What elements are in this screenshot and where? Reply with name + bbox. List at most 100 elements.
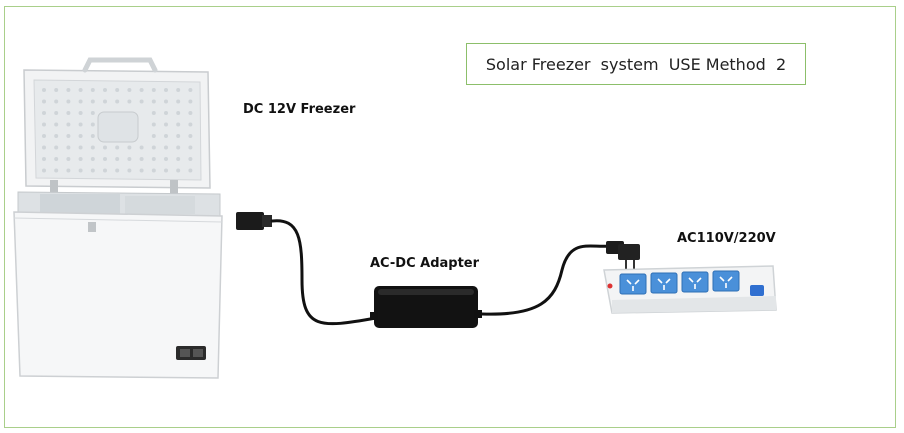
lid-dimple <box>78 134 83 138</box>
lid-dimple <box>188 168 193 173</box>
lid-dimple <box>90 157 95 161</box>
power-strip <box>603 265 777 314</box>
lid-dimple <box>176 99 181 104</box>
lid-dimple <box>42 88 46 92</box>
lid-dimple <box>188 134 193 138</box>
lid-dimple <box>90 168 95 173</box>
dc-cable <box>270 219 378 326</box>
lid-dimple <box>127 168 132 173</box>
lid-dimple <box>66 122 71 127</box>
lid-dimple <box>78 111 83 115</box>
lid-dimple <box>103 88 107 92</box>
lid-dimple <box>66 99 71 104</box>
lid-dimple <box>176 157 181 161</box>
lid-dimple <box>164 122 168 127</box>
lid-dimple <box>103 145 107 150</box>
lid-dimple <box>188 145 193 150</box>
lid-dimple <box>151 88 156 92</box>
lid-dimple <box>115 145 120 150</box>
lid-dimple <box>78 145 83 150</box>
lid-dimple <box>164 99 168 104</box>
diagram-title: Solar Freezer system USE Method 2 <box>466 43 806 85</box>
lid-dimple <box>78 157 83 161</box>
lid-dimple <box>139 88 144 92</box>
lid-dimple <box>127 157 132 161</box>
lid-dimple <box>103 168 107 173</box>
lid-dimple <box>66 168 71 173</box>
lid-dimple <box>54 134 59 138</box>
lid-dimple <box>103 99 107 104</box>
lid-dimple <box>151 122 156 127</box>
lid-dimple <box>42 122 46 127</box>
lid-dimple <box>66 157 71 161</box>
lid-dimple <box>176 145 181 150</box>
lid-dimple <box>115 157 120 161</box>
power-label: AC110V/220V <box>677 231 776 246</box>
outlet <box>619 273 647 295</box>
ac-dc-adapter <box>370 286 482 328</box>
lid-dimple <box>42 168 46 173</box>
lid-dimple <box>115 88 120 92</box>
lid-dimple <box>188 157 193 161</box>
lid-dimple <box>151 157 156 161</box>
lid-dimple <box>127 88 132 92</box>
lid-dimple <box>151 99 156 104</box>
lid-dimple <box>42 145 46 150</box>
lid-dimple <box>176 88 181 92</box>
lid-dimple <box>151 145 156 150</box>
lid-dimple <box>176 122 181 127</box>
lid-dimple <box>54 88 59 92</box>
lid-dimple <box>164 88 168 92</box>
lid-dimple <box>151 134 156 138</box>
lid-dimple <box>90 99 95 104</box>
lid-dimple <box>66 88 71 92</box>
lid-dimple <box>188 111 193 115</box>
outlet <box>650 272 678 294</box>
lid-dimple <box>66 111 71 115</box>
lid-dimple <box>78 99 83 104</box>
lid-dimple <box>54 111 59 115</box>
lid-dimple <box>164 168 168 173</box>
lid-dimple <box>90 145 95 150</box>
adapter-label: AC-DC Adapter <box>370 256 480 271</box>
lid-dimple <box>103 157 107 161</box>
lid-dimple <box>42 134 46 138</box>
lid-dimple <box>78 122 83 127</box>
lid-dimple <box>151 168 156 173</box>
outlet <box>681 271 709 293</box>
lid-dimple <box>139 145 144 150</box>
lid-dimple <box>90 134 95 138</box>
lid-dimple <box>188 99 193 104</box>
freezer-illustration <box>13 57 223 379</box>
lid-dimple <box>127 145 132 150</box>
lid-dimple <box>42 99 46 104</box>
lid-dimple <box>164 134 168 138</box>
outlet <box>712 270 740 292</box>
lid-dimple <box>42 111 46 115</box>
lid-dimple <box>139 157 144 161</box>
lid-dimple <box>90 111 95 115</box>
lid-dimple <box>139 168 144 173</box>
ac-cable <box>480 244 612 316</box>
lid-dimple <box>127 99 132 104</box>
lid-dimple <box>139 99 144 104</box>
lid-dimple <box>176 168 181 173</box>
lid-dimple <box>54 157 59 161</box>
lid-dimple <box>188 122 193 127</box>
lid-dimple <box>188 88 193 92</box>
lid-dimple <box>164 111 168 115</box>
lid-dimple <box>164 157 168 161</box>
lid-dimple <box>151 111 156 115</box>
freezer-label: DC 12V Freezer <box>243 102 356 117</box>
lid-dimple <box>90 88 95 92</box>
lid-dimple <box>54 122 59 127</box>
lid-dimple <box>54 168 59 173</box>
lid-dimple <box>78 88 83 92</box>
lid-dimple <box>78 168 83 173</box>
lid-dimple <box>115 99 120 104</box>
ac-plug <box>606 241 640 272</box>
strip-switch <box>750 285 764 296</box>
lid-dimple <box>42 157 46 161</box>
lid-dimple <box>54 145 59 150</box>
